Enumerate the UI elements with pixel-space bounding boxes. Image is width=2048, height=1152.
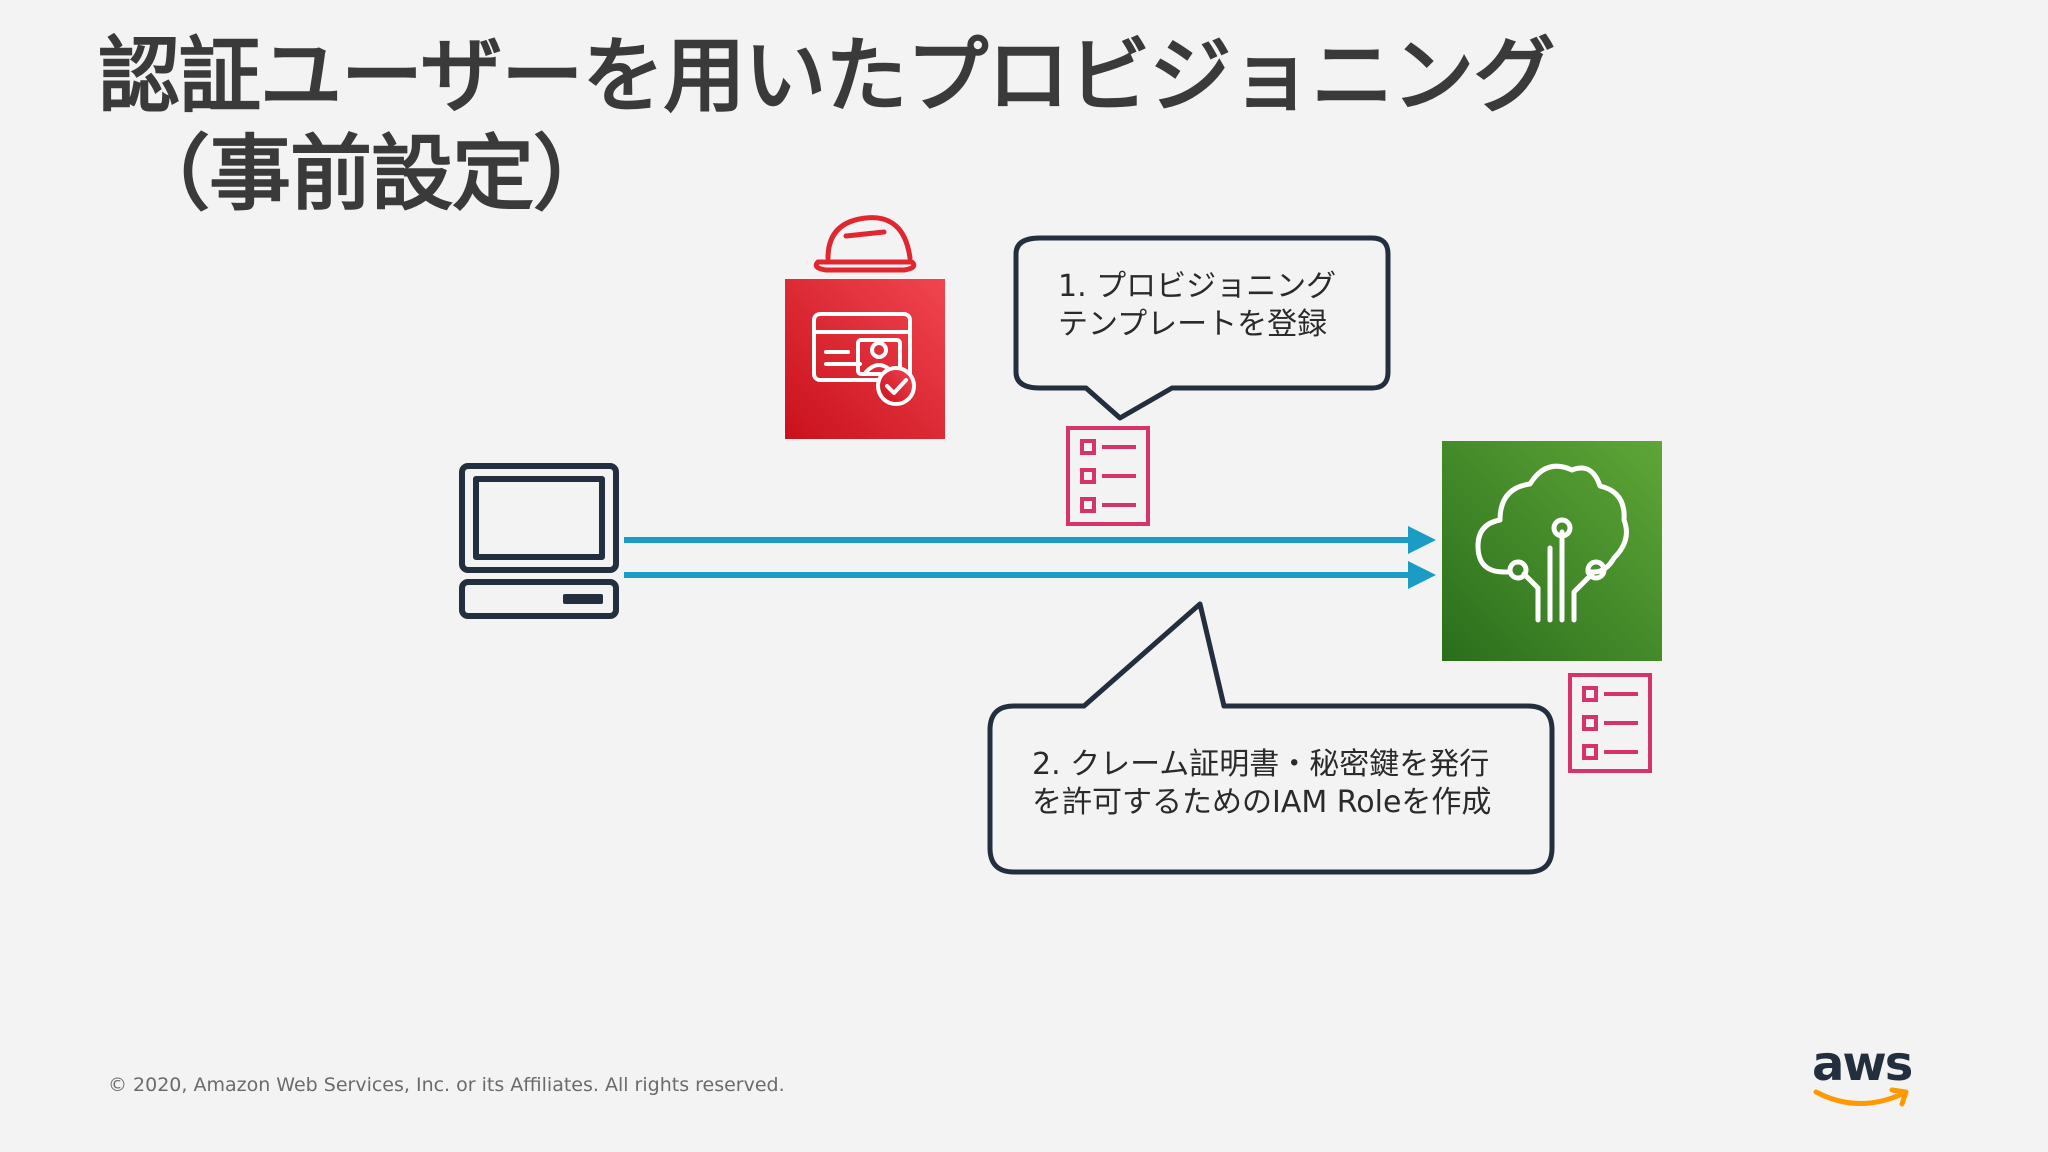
arrow-bottom xyxy=(624,561,1436,589)
bubble-2-line-2: を許可するためのIAM Roleを作成 xyxy=(1032,785,1492,820)
speech-bubble-2 xyxy=(987,601,1555,875)
bubble-2-line-1: 2. クレーム証明書・秘密鍵を発行 xyxy=(1032,747,1490,782)
laptop-icon xyxy=(459,463,619,619)
aws-logo: aws xyxy=(1812,1036,1918,1120)
bubble-1-text: 1. プロビジョニング テンプレートを登録 xyxy=(1058,268,1358,344)
aws-logo-text: aws xyxy=(1812,1036,1913,1092)
speech-bubble-1 xyxy=(1013,235,1391,421)
aws-smile-icon xyxy=(1813,1087,1909,1107)
iam-role-document-icon xyxy=(1568,673,1652,773)
title-line-2: （事前設定） xyxy=(128,127,615,222)
iam-credential-icon xyxy=(785,279,945,439)
slide-title: 認証ユーザーを用いたプロビジョニング （事前設定） xyxy=(98,28,1555,224)
authenticated-user-icon xyxy=(785,215,945,439)
bubble-1-line-2: テンプレートを登録 xyxy=(1058,307,1328,342)
title-line-1: 認証ユーザーを用いたプロビジョニング xyxy=(98,29,1555,124)
helmet-icon xyxy=(813,215,917,273)
bubble-2-text: 2. クレーム証明書・秘密鍵を発行 を許可するためのIAM Roleを作成 xyxy=(1032,746,1532,822)
iot-core-icon xyxy=(1442,441,1662,661)
copyright-footer: © 2020, Amazon Web Services, Inc. or its… xyxy=(108,1074,785,1096)
bubble-1-line-1: 1. プロビジョニング xyxy=(1058,269,1337,304)
template-document-icon xyxy=(1066,426,1150,526)
arrow-top xyxy=(624,526,1436,554)
